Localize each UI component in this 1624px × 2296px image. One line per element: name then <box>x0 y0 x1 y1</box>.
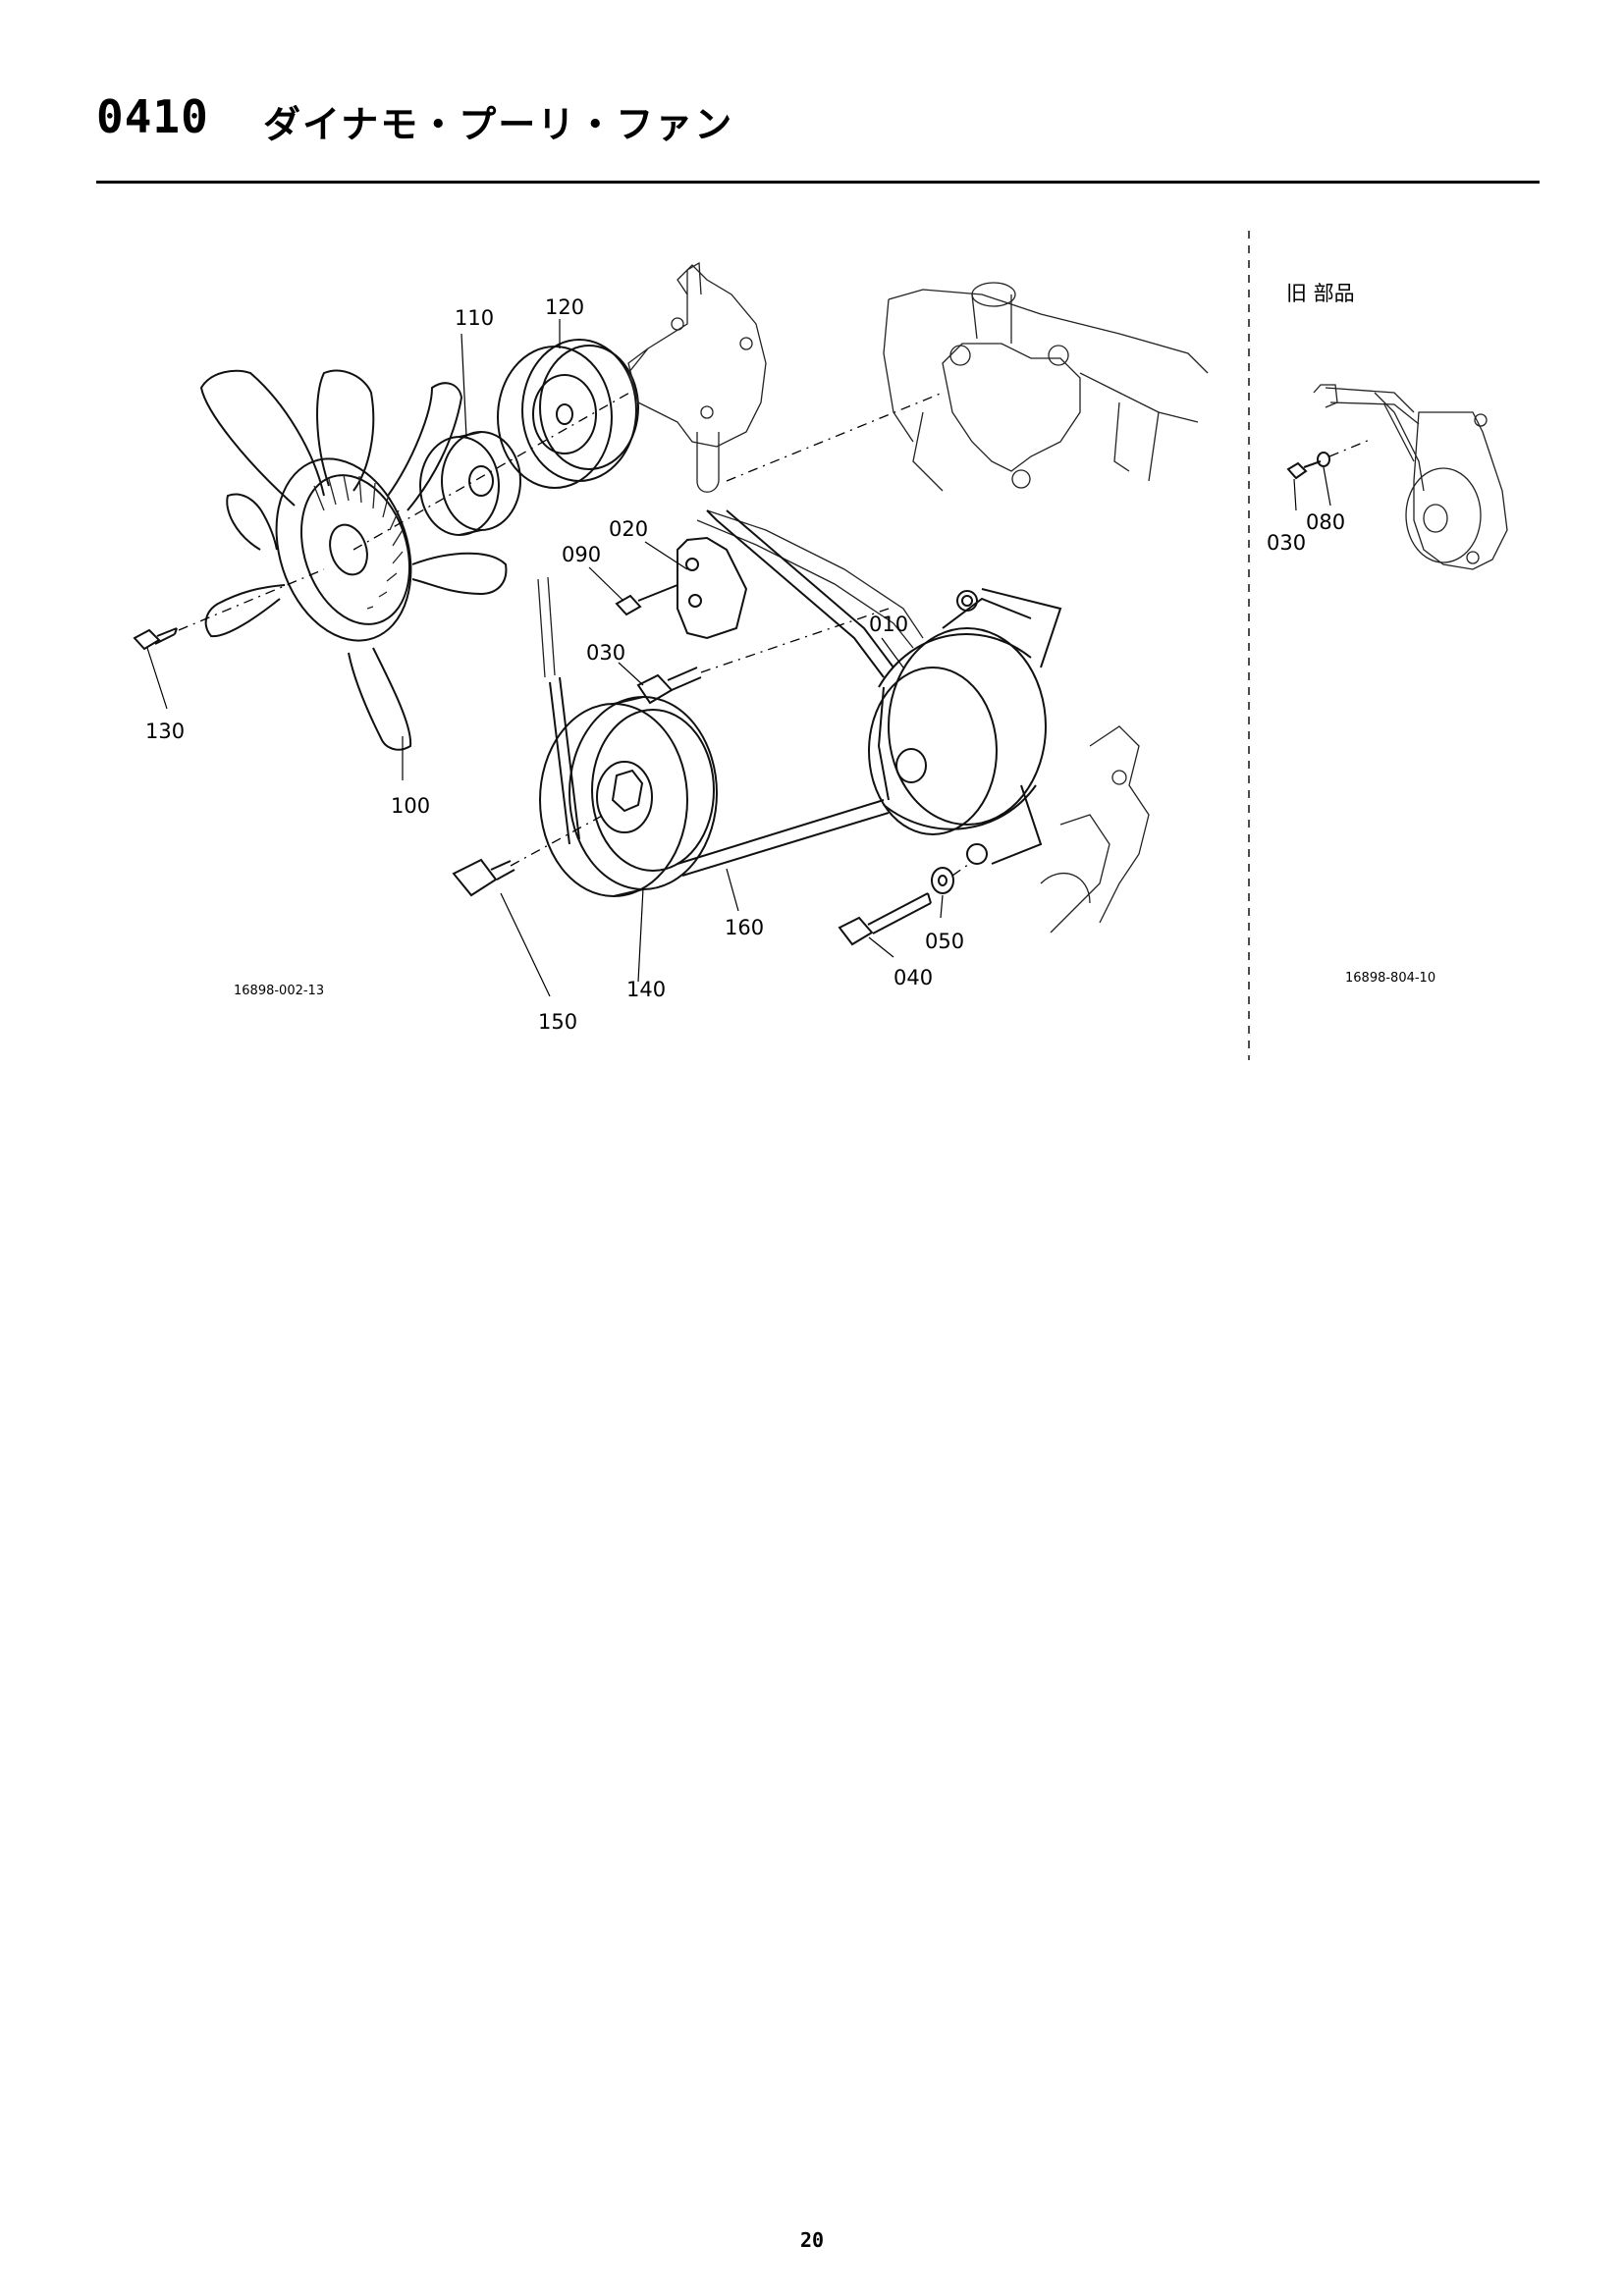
old-diagram-ref: 16898-804-10 <box>1345 971 1435 986</box>
old-parts-title: 旧 部品 <box>1286 282 1355 305</box>
label-130: 130 <box>145 720 185 743</box>
label-020: 020 <box>609 517 648 541</box>
fan-100 <box>199 369 508 751</box>
label-150: 150 <box>538 1010 577 1034</box>
old-label-030: 030 <box>1267 531 1306 555</box>
old-bolt-030 <box>1286 460 1322 480</box>
water-pump-pulley-120 <box>497 339 639 489</box>
bracket-020 <box>677 536 748 640</box>
main-diagram-ref: 16898-002-13 <box>234 984 324 998</box>
bolt-090 <box>615 584 678 616</box>
label-010: 010 <box>869 613 908 636</box>
old-washer-080 <box>1317 452 1330 467</box>
v-belt-160 <box>549 509 894 877</box>
guide-lines <box>537 576 556 678</box>
label-090: 090 <box>562 543 601 566</box>
bolt-030 <box>636 667 702 705</box>
crank-housing <box>1040 725 1150 934</box>
crank-pulley-140 <box>539 696 718 897</box>
label-160: 160 <box>725 916 764 939</box>
leader-lines <box>146 319 944 997</box>
label-050: 050 <box>925 930 964 953</box>
section-code: 0410 <box>96 90 209 143</box>
page-number: 20 <box>799 2228 825 2252</box>
section-title: ダイナモ・プーリ・ファン <box>263 103 734 146</box>
label-040: 040 <box>893 966 933 989</box>
header-rule <box>96 181 1540 184</box>
bolt-130 <box>133 627 178 651</box>
label-120: 120 <box>545 295 584 319</box>
engine-block <box>883 282 1209 492</box>
bolt-040 <box>838 892 932 946</box>
label-140: 140 <box>626 978 666 1001</box>
old-alternator <box>1313 384 1508 570</box>
label-030: 030 <box>586 641 625 665</box>
bolt-150 <box>452 858 515 897</box>
water-pump <box>627 261 767 493</box>
spacer-110 <box>419 431 521 536</box>
old-label-080: 080 <box>1306 510 1345 534</box>
washer-050 <box>931 867 954 894</box>
label-110: 110 <box>455 306 494 330</box>
alternator-010 <box>868 588 1062 865</box>
label-100: 100 <box>391 794 430 818</box>
